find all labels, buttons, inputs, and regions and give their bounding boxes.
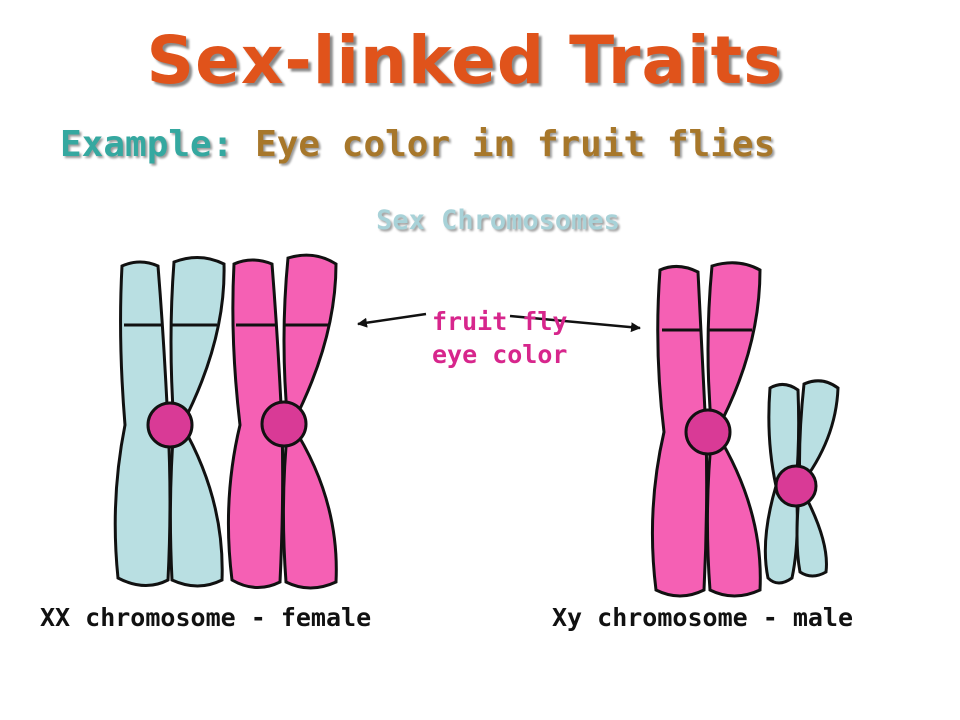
male-y-chromosome bbox=[763, 379, 840, 585]
gene-label-line1: fruit fly bbox=[432, 307, 568, 336]
arrow-to-female-gene bbox=[357, 312, 427, 328]
chromatid bbox=[226, 258, 285, 589]
centromere bbox=[684, 408, 732, 456]
female-x-chromosome-pink bbox=[226, 253, 338, 590]
slide-title: Sex-linked Traits bbox=[146, 22, 784, 99]
chromatid bbox=[650, 265, 709, 598]
gene-label: fruit fly eye color bbox=[432, 305, 567, 371]
slide-subtitle: Example: Eye color in fruit flies bbox=[60, 124, 775, 165]
chromatid bbox=[113, 260, 172, 587]
male-caption: Xy chromosome - male bbox=[552, 603, 854, 632]
arrow-to-male-gene bbox=[509, 314, 641, 333]
female-x-chromosome-light bbox=[113, 256, 226, 588]
section-heading: Sex Chromosomes bbox=[376, 205, 620, 236]
centromere bbox=[260, 400, 308, 448]
centromere bbox=[774, 464, 818, 508]
male-x-chromosome bbox=[650, 261, 762, 598]
subtitle-lead: Example: bbox=[60, 124, 234, 165]
gene-label-line2: eye color bbox=[432, 340, 568, 369]
subtitle-rest: Eye color in fruit flies bbox=[255, 124, 776, 165]
female-caption: XX chromosome - female bbox=[40, 603, 372, 632]
centromere bbox=[146, 401, 194, 449]
